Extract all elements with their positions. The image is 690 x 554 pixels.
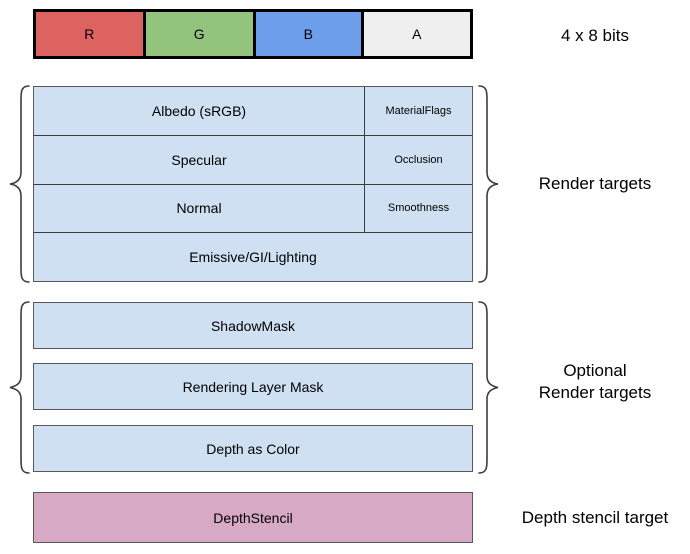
rgba-channel-bar: R G B A [33,9,473,59]
channel-cell-a: A [360,12,471,56]
render-target-alpha-materialflags: MaterialFlags [364,87,472,135]
render-target-row: Normal Smoothness [34,184,472,234]
depth-stencil-side-label: Depth stencil target [521,508,669,527]
channel-label-a: A [412,26,422,42]
channel-label-g: G [193,26,205,42]
render-target-main-normal: Normal [176,200,222,217]
channel-cell-g: G [142,12,253,56]
render-targets-left-brace [6,84,32,284]
optional-render-target-shadowmask: ShadowMask [33,302,473,349]
render-target-main-specular: Specular [171,151,227,168]
channel-label-r: R [84,26,95,42]
render-target-alpha-smoothness: Smoothness [364,184,472,233]
optional-render-target-label: Rendering Layer Mask [182,378,324,395]
render-target-main-albedo: Albedo (sRGB) [151,102,247,119]
channel-cell-r: R [36,12,143,56]
render-targets-right-brace [476,84,502,284]
optional-render-target-label: ShadowMask [210,317,296,334]
bit-depth-label: 4 x 8 bits [560,26,630,45]
depth-stencil-label: DepthStencil [213,509,293,526]
optional-render-target-label: Depth as Color [206,440,300,457]
channel-label-b: B [303,26,313,42]
render-target-main-emissive: Emissive/GI/Lighting [189,249,317,266]
render-target-row: Albedo (sRGB) MaterialFlags [34,87,472,136]
optional-render-targets-label: Optional Render targets [538,361,652,402]
render-targets-label: Render targets [538,174,652,193]
depth-stencil-target-box: DepthStencil [33,492,473,543]
render-target-row: Specular Occlusion [34,135,472,185]
render-target-row: Emissive/GI/Lighting [34,233,472,281]
render-targets-group: Albedo (sRGB) MaterialFlags Specular Occ… [33,86,473,282]
optional-render-targets-right-brace [476,300,502,475]
optional-render-target-rendering-layer-mask: Rendering Layer Mask [33,363,473,410]
optional-render-targets-left-brace [6,300,32,475]
render-target-alpha-occlusion: Occlusion [364,135,472,184]
channel-cell-b: B [252,12,361,56]
optional-render-target-depth-as-color: Depth as Color [33,425,473,472]
